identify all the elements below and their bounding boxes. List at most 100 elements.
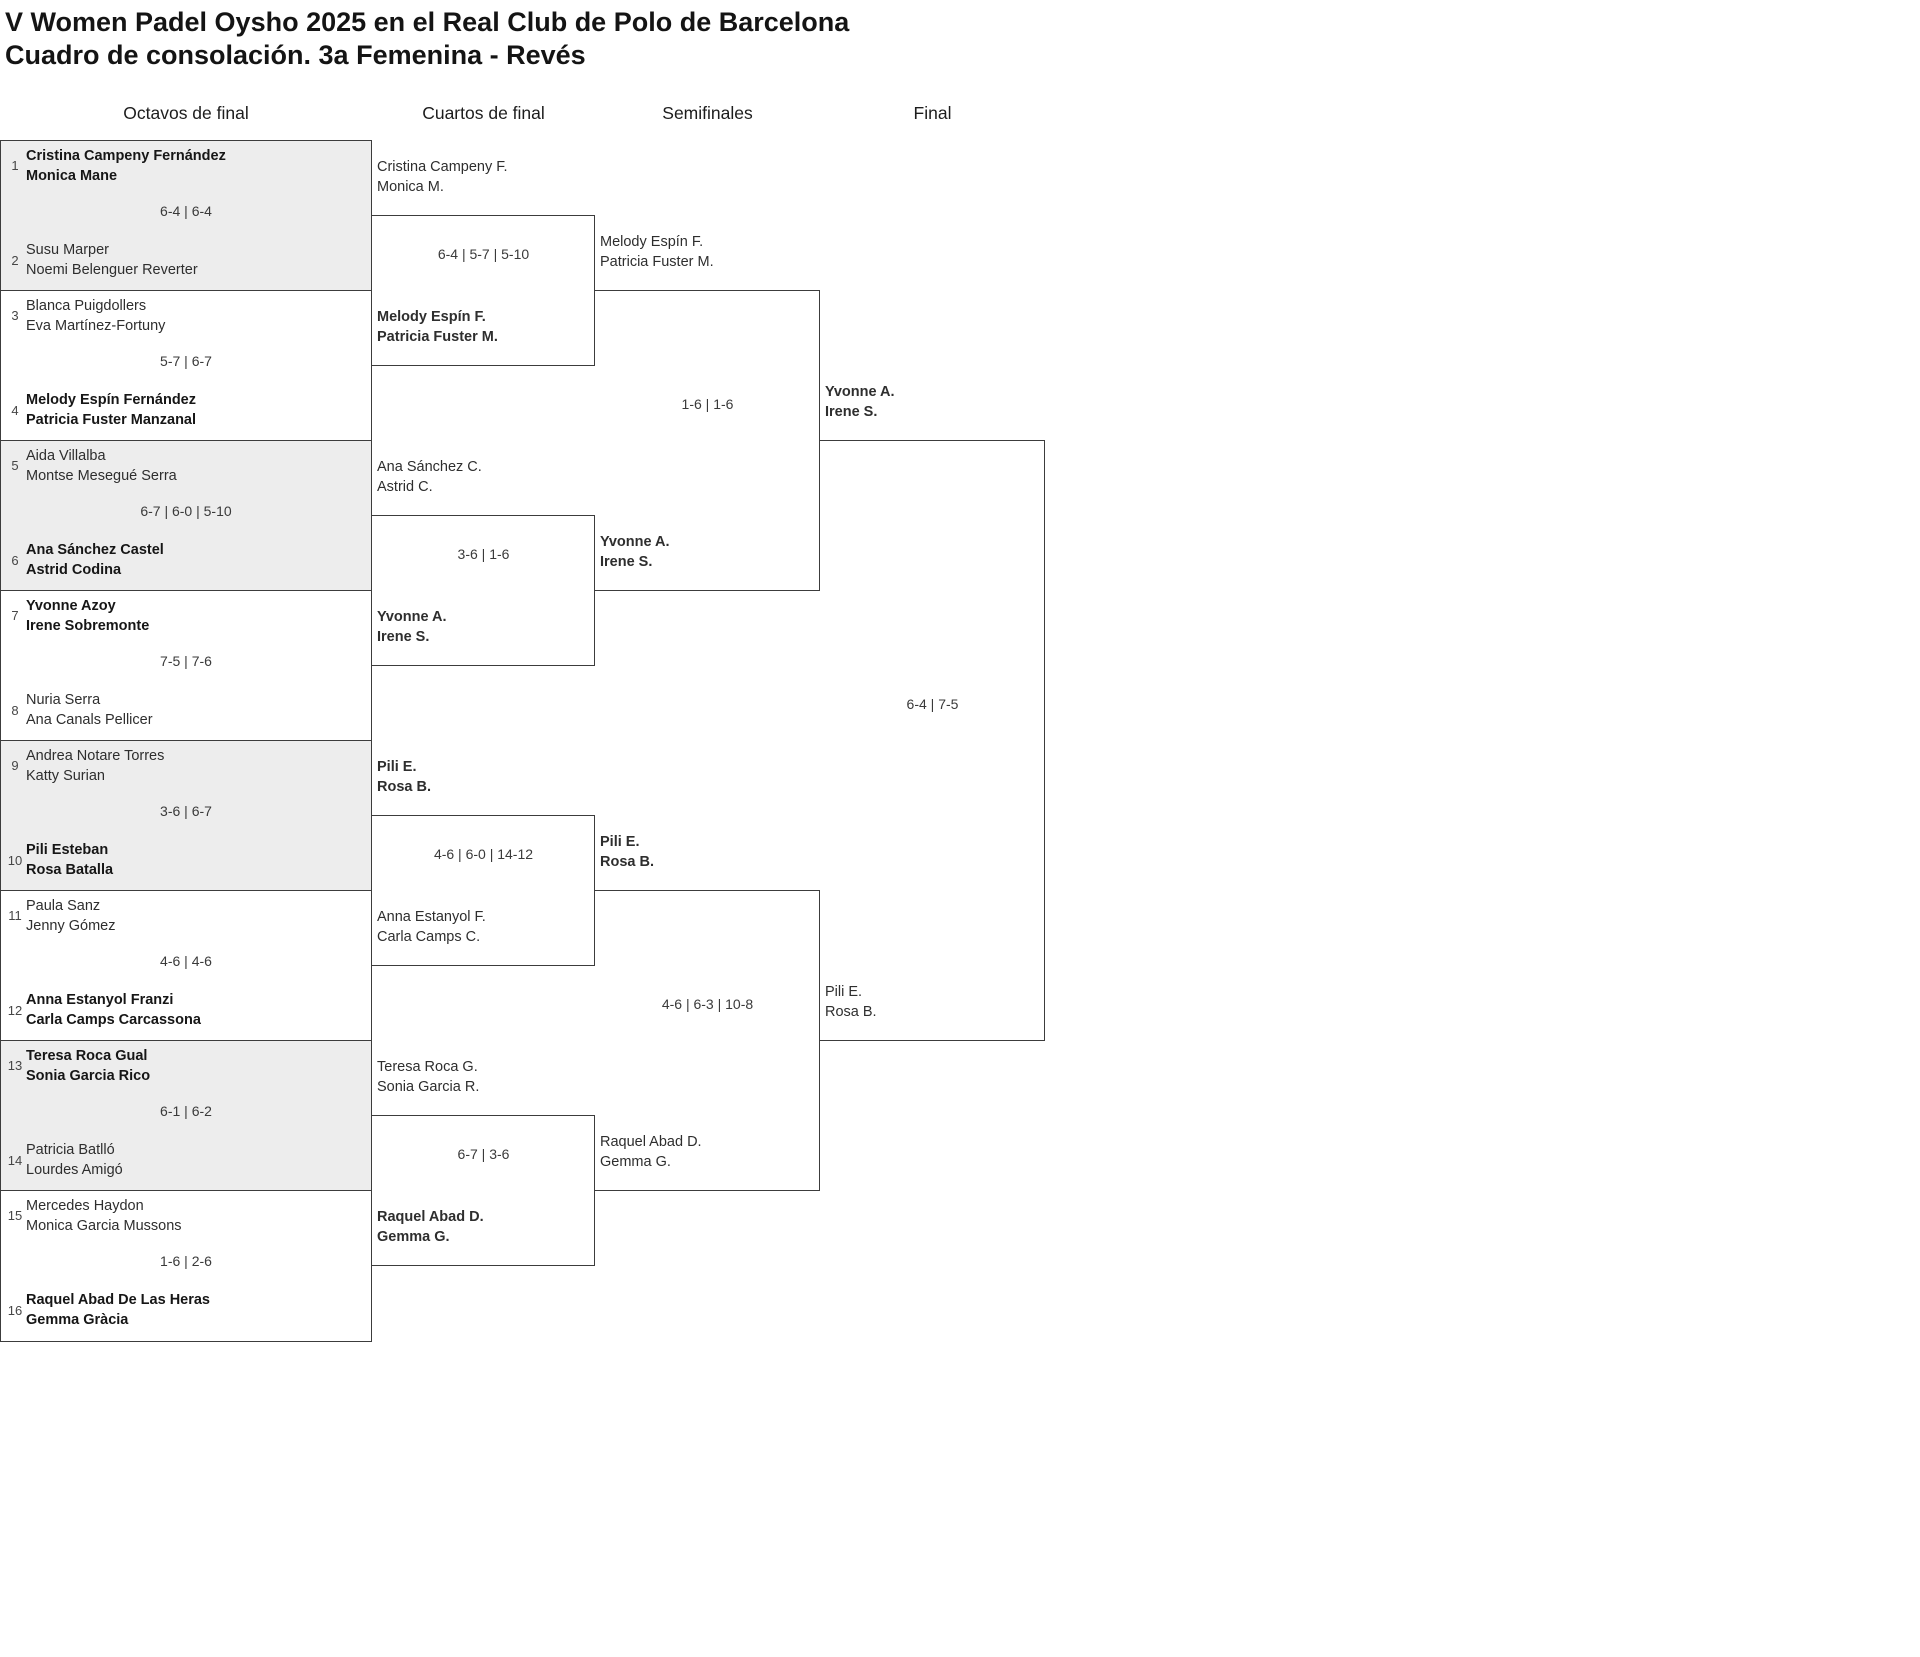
team-names: Mercedes Haydon Monica Garcia Mussons [26,1197,182,1236]
match-score: 6-1 | 6-2 [160,1103,212,1119]
player-name: Melody Espín F. [600,234,704,250]
player-name: Anna Estanyol F. [377,909,486,925]
match-score: 3-6 | 6-7 [160,803,212,819]
player-name: Teresa Roca Gual [26,1048,148,1064]
player-name: Yvonne A. [377,609,447,625]
player-name: Monica Garcia Mussons [26,1217,182,1234]
player-name: Rosa B. [825,1003,877,1020]
round-header-octavos: Octavos de final [123,103,249,123]
player-name: Patricia Fuster M. [600,253,714,270]
connector-cuartos-4 [372,1115,595,1266]
seed-number: 8 [11,703,19,718]
team-names: Nuria Serra Ana Canals Pellicer [26,691,153,730]
player-name: Sonia Garcia R. [377,1078,480,1095]
player-name: Pili Esteban [26,842,109,858]
advancing-team: Cristina Campeny F. Monica M. [377,158,508,197]
seed-number: 13 [7,1058,23,1073]
octavos-match-1: 1 Cristina Campeny Fernández Monica Mane… [0,140,372,290]
player-name: Montse Mesegué Serra [26,467,177,484]
player-name: Pili E. [377,759,417,775]
connector-cuartos-3 [372,815,595,966]
team-names: Susu Marper Noemi Belenguer Reverter [26,241,198,280]
player-name: Paula Sanz [26,898,101,914]
advancing-team: Melody Espín F. Patricia Fuster M. [377,308,498,347]
player-name: Monica M. [377,178,444,195]
advancing-team: Pili E. Rosa B. [600,833,654,872]
match-score: 6-7 | 6-0 | 5-10 [140,503,232,519]
octavos-match-2: 3 Blanca Puigdollers Eva Martínez-Fortun… [0,290,372,440]
match-score: 1-6 | 2-6 [160,1253,212,1269]
player-name: Andrea Notare Torres [26,748,165,764]
seed-number: 9 [11,758,19,773]
octavos-match-8: 15 Mercedes Haydon Monica Garcia Mussons… [0,1190,372,1342]
player-name: Eva Martínez-Fortuny [26,317,166,334]
round-header-cuartos: Cuartos de final [422,103,545,123]
round-header-final: Final [913,103,952,123]
player-name: Melody Espín F. [377,309,486,325]
player-name: Ana Sánchez Castel [26,542,164,558]
player-name: Yvonne Azoy [26,598,116,614]
player-name: Rosa B. [600,853,654,870]
player-name: Irene S. [825,403,878,420]
team-names: Yvonne Azoy Irene Sobremonte [26,597,149,636]
advancing-team: Melody Espín F. Patricia Fuster M. [600,233,714,272]
connector-cuartos-2 [372,515,595,666]
player-name: Nuria Serra [26,692,101,708]
match-score: 6-7 | 3-6 [457,1146,510,1162]
connector-final [820,440,1045,1041]
player-name: Yvonne A. [825,384,895,400]
seed-number: 15 [7,1208,23,1223]
player-name: Irene S. [377,628,430,645]
seed-number: 16 [7,1303,23,1318]
octavos-match-7: 13 Teresa Roca Gual Sonia Garcia Rico 6-… [0,1040,372,1190]
octavos-match-5: 9 Andrea Notare Torres Katty Surian 3-6 … [0,740,372,890]
advancing-team: Yvonne A. Irene S. [377,608,447,647]
player-name: Gemma G. [377,1228,450,1245]
player-name: Gemma G. [600,1153,671,1170]
player-name: Katty Surian [26,767,105,784]
team-names: Andrea Notare Torres Katty Surian [26,747,164,786]
octavos-match-4: 7 Yvonne Azoy Irene Sobremonte 7-5 | 7-6… [0,590,372,740]
seed-number: 14 [7,1153,23,1168]
octavos-match-6: 11 Paula Sanz Jenny Gómez 4-6 | 4-6 12 A… [0,890,372,1040]
player-name: Raquel Abad D. [600,1134,702,1150]
connector-semifinal-2 [595,890,820,1191]
player-name: Anna Estanyol Franzi [26,992,174,1008]
player-name: Jenny Gómez [26,917,116,934]
match-score: 4-6 | 4-6 [160,953,212,969]
team-names: Melody Espín Fernández Patricia Fuster M… [26,391,196,430]
team-names: Patricia Batlló Lourdes Amigó [26,1141,123,1180]
advancing-team: Raquel Abad D. Gemma G. [600,1133,702,1172]
player-name: Lourdes Amigó [26,1161,123,1178]
player-name: Cristina Campeny F. [377,159,508,175]
advancing-team: Ana Sánchez C. Astrid C. [377,458,482,497]
team-names: Anna Estanyol Franzi Carla Camps Carcass… [26,991,201,1030]
team-names: Teresa Roca Gual Sonia Garcia Rico [26,1047,150,1086]
player-name: Irene Sobremonte [26,617,150,634]
match-score: 6-4 | 6-4 [160,203,212,219]
player-name: Pili E. [825,984,863,1000]
seed-number: 2 [11,253,19,268]
player-name: Carla Camps Carcassona [26,1011,201,1028]
player-name: Yvonne A. [600,534,670,550]
player-name: Raquel Abad D. [377,1209,484,1225]
match-score: 1-6 | 1-6 [681,396,734,412]
player-name: Blanca Puigdollers [26,298,147,314]
match-score: 7-5 | 7-6 [160,653,212,669]
round-header-semifinales: Semifinales [662,103,753,123]
player-name: Melody Espín Fernández [26,392,196,408]
player-name: Rosa Batalla [26,861,114,878]
seed-number: 7 [11,608,19,623]
player-name: Aida Villalba [26,448,106,464]
player-name: Mercedes Haydon [26,1198,144,1214]
bracket-subtitle: Cuadro de consolación. 3a Femenina - Rev… [5,40,586,70]
seed-number: 4 [11,403,19,418]
player-name: Monica Mane [26,167,118,184]
team-names: Paula Sanz Jenny Gómez [26,897,115,936]
connector-semifinal-1 [595,290,820,591]
player-name: Sonia Garcia Rico [26,1067,151,1084]
player-name: Patricia Batlló [26,1142,115,1158]
seed-number: 3 [11,308,19,323]
finalist-team: Yvonne A. Irene S. [825,383,895,422]
